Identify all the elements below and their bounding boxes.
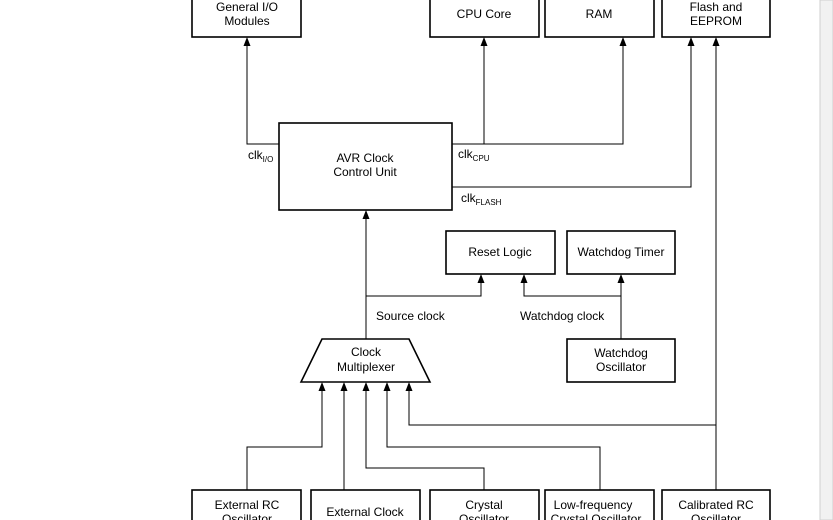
svg-text:Reset Logic: Reset Logic bbox=[468, 245, 531, 259]
label-watchdog-clock: Watchdog clock bbox=[520, 309, 605, 323]
svg-text:Crystal Oscillator: Crystal Oscillator bbox=[551, 512, 642, 520]
wire-clk-io bbox=[246, 44, 279, 145]
reset-logic-block: Reset Logic bbox=[445, 230, 556, 275]
ram-block: RAM bbox=[544, 0, 655, 38]
svg-text:Watchdog Timer: Watchdog Timer bbox=[578, 245, 665, 259]
wire-source-clock bbox=[365, 217, 482, 339]
arrowhead bbox=[520, 274, 528, 283]
watchdog-oscillator-block: Watchdog Oscillator bbox=[566, 338, 676, 383]
svg-text:Oscillator: Oscillator bbox=[222, 512, 272, 520]
svg-text:Oscillator: Oscillator bbox=[459, 512, 509, 520]
wire-calibrated-rc bbox=[408, 44, 717, 490]
avr-clock-control-unit-block: AVR Clock Control Unit bbox=[278, 122, 453, 211]
arrowhead bbox=[405, 382, 413, 391]
external-clock-block: External Clock bbox=[310, 489, 421, 520]
wire-ext-rc bbox=[246, 389, 323, 490]
svg-text:General I/O: General I/O bbox=[216, 0, 278, 14]
arrowhead bbox=[243, 37, 251, 46]
general-io-block: General I/O Modules bbox=[191, 0, 302, 38]
vertical-scrollbar[interactable] bbox=[819, 0, 833, 520]
wire-watchdog-clock bbox=[523, 281, 622, 339]
svg-text:Modules: Modules bbox=[224, 14, 269, 28]
svg-text:Low-frequency: Low-frequency bbox=[554, 498, 633, 512]
svg-text:AVR Clock: AVR Clock bbox=[336, 151, 394, 165]
svg-text:External RC: External RC bbox=[215, 498, 280, 512]
svg-text:Watchdog: Watchdog bbox=[594, 346, 648, 360]
svg-text:External Clock: External Clock bbox=[326, 505, 404, 519]
svg-text:Oscillator: Oscillator bbox=[596, 360, 646, 374]
label-clk-io: clkI/O bbox=[248, 148, 273, 164]
flash-eeprom-block: Flash and EEPROM bbox=[661, 0, 771, 38]
arrowhead bbox=[362, 382, 370, 391]
crystal-oscillator-block: Crystal Oscillator bbox=[429, 489, 540, 520]
svg-text:Flash and: Flash and bbox=[690, 0, 743, 14]
arrowhead bbox=[480, 37, 488, 46]
watchdog-timer-block: Watchdog Timer bbox=[566, 230, 676, 275]
wire-clk-cpu bbox=[452, 44, 624, 145]
arrowhead bbox=[477, 274, 485, 283]
label-source-clock: Source clock bbox=[376, 309, 446, 323]
arrowhead bbox=[619, 37, 627, 46]
svg-text:Calibrated RC: Calibrated RC bbox=[678, 498, 754, 512]
cpu-core-block: CPU Core bbox=[429, 0, 540, 38]
arrowhead bbox=[687, 37, 695, 46]
arrowhead bbox=[617, 274, 625, 283]
wire-crystal bbox=[365, 389, 485, 490]
svg-text:EEPROM: EEPROM bbox=[690, 14, 742, 28]
external-rc-oscillator-block: External RC Oscillator bbox=[191, 489, 302, 520]
wire-lowfreq bbox=[386, 389, 601, 490]
arrowhead bbox=[383, 382, 391, 391]
svg-text:Clock: Clock bbox=[351, 345, 382, 359]
calibrated-rc-oscillator-block: Calibrated RC Oscillator bbox=[661, 489, 771, 520]
svg-text:Control Unit: Control Unit bbox=[333, 165, 397, 179]
arrowhead bbox=[712, 37, 720, 46]
svg-text:RAM: RAM bbox=[586, 7, 613, 21]
wire-clk-flash bbox=[452, 44, 692, 188]
svg-text:Multiplexer: Multiplexer bbox=[337, 360, 395, 374]
svg-text:Crystal: Crystal bbox=[465, 498, 502, 512]
label-clk-cpu: clkCPU bbox=[458, 147, 490, 163]
svg-text:CPU Core: CPU Core bbox=[457, 7, 512, 21]
svg-text:Oscillator: Oscillator bbox=[691, 512, 741, 520]
arrowhead bbox=[318, 382, 326, 391]
clock-multiplexer-block: Clock Multiplexer bbox=[299, 338, 432, 383]
arrowhead bbox=[340, 382, 348, 391]
label-clk-flash: clkFLASH bbox=[461, 191, 502, 207]
low-frequency-crystal-oscillator-block: Low-frequency Crystal Oscillator bbox=[544, 489, 655, 520]
arrowhead bbox=[362, 210, 370, 219]
